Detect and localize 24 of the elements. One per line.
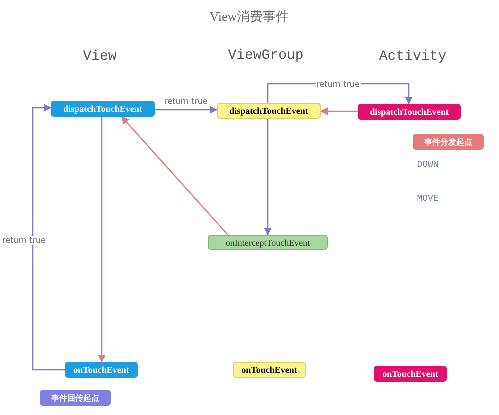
arrow [320,108,358,116]
edge-label: return true [316,80,361,88]
touch-event-box: onTouchEvent [65,362,138,378]
arrow [98,117,106,363]
touch-event-box: onTouchEvent [374,366,447,382]
edge-label: return true [164,96,209,106]
edge-label: return true [2,236,47,244]
touch-event-box: onTouchEvent [233,362,306,378]
column-heading: ViewGroup [227,48,305,64]
event-type-label: MOVE [416,194,440,204]
column-heading: Activity [378,49,448,65]
start-badge: 事件分发起点 [413,134,484,150]
dispatch-box: dispatchTouchEvent [51,101,155,117]
diagram-title: View消费事件 [208,8,290,26]
arrow [264,119,272,236]
dispatch-box: dispatchTouchEvent [358,104,461,120]
intercept-box: onInterceptTouchEvent [208,235,328,250]
arrow [121,116,228,236]
start-badge: 事件回传起点 [40,390,111,406]
arrow [155,106,218,114]
event-type-label: DOWN [416,160,440,170]
arrow [32,104,65,371]
column-heading: View [82,49,118,65]
dispatch-box: dispatchTouchEvent [217,103,321,119]
